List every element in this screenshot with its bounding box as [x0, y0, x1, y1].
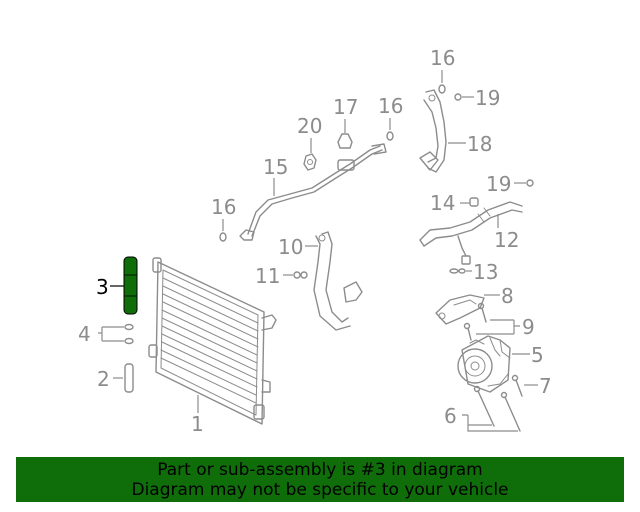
- part-16-o-ring-a[interactable]: [219, 232, 227, 242]
- callout-13[interactable]: 13: [473, 260, 498, 284]
- leader-6: [462, 414, 518, 432]
- callout-19a[interactable]: 19: [475, 86, 500, 110]
- part-10-hose[interactable]: [313, 231, 363, 331]
- callout-20[interactable]: 20: [297, 114, 322, 138]
- banner-line-2: Diagram may not be specific to your vehi…: [131, 479, 509, 500]
- part-12-hose[interactable]: [419, 201, 523, 265]
- part-19-o-ring-b[interactable]: [526, 179, 534, 187]
- callout-16c[interactable]: 16: [430, 46, 455, 70]
- part-18-line[interactable]: [419, 89, 447, 173]
- callout-3[interactable]: 3: [96, 275, 109, 299]
- part-13-o-ring[interactable]: [449, 268, 466, 274]
- callout-12[interactable]: 12: [494, 228, 519, 252]
- leader-9: [476, 319, 520, 335]
- part-4-o-rings[interactable]: [124, 323, 134, 345]
- callout-2[interactable]: 2: [97, 367, 110, 391]
- banner-line-1: Part or sub-assembly is #3 in diagram: [157, 459, 483, 480]
- part-2-tube[interactable]: [124, 363, 134, 393]
- part-11-o-ring[interactable]: [293, 271, 308, 279]
- part-20-sensor[interactable]: [303, 153, 317, 171]
- callout-1[interactable]: 1: [191, 412, 204, 436]
- part-6-bolts[interactable]: [473, 385, 521, 432]
- part-8-bracket[interactable]: [435, 294, 485, 325]
- part-15-line[interactable]: [239, 143, 387, 241]
- callout-4[interactable]: 4: [78, 322, 91, 346]
- callout-19b[interactable]: 19: [486, 172, 511, 196]
- callout-16a[interactable]: 16: [211, 195, 236, 219]
- callout-16b[interactable]: 16: [378, 94, 403, 118]
- callout-5[interactable]: 5: [531, 343, 544, 367]
- part-16-o-ring-b[interactable]: [386, 131, 394, 141]
- leader-4: [98, 326, 124, 342]
- callout-10[interactable]: 10: [278, 235, 303, 259]
- callout-9[interactable]: 9: [522, 315, 535, 339]
- part-5-compressor[interactable]: [457, 335, 511, 393]
- callout-18[interactable]: 18: [467, 132, 492, 156]
- callout-14[interactable]: 14: [430, 191, 455, 215]
- part-19-o-ring-a[interactable]: [454, 93, 462, 101]
- part-3-receiver-drier[interactable]: [123, 256, 138, 315]
- part-14-cap[interactable]: [469, 197, 479, 207]
- callout-17[interactable]: 17: [333, 95, 358, 119]
- part-9-bolts[interactable]: [463, 302, 487, 341]
- callout-8[interactable]: 8: [501, 284, 514, 308]
- part-1-condenser[interactable]: [148, 257, 277, 425]
- part-7-bolt[interactable]: [511, 374, 523, 397]
- part-notice-banner: Part or sub-assembly is #3 in diagram Di…: [16, 457, 624, 502]
- parts-diagram: 1 2 3 4 5 6 7: [78, 46, 552, 436]
- callout-11[interactable]: 11: [255, 264, 280, 288]
- callout-15[interactable]: 15: [263, 155, 288, 179]
- part-16-o-ring-c[interactable]: [438, 84, 446, 94]
- callout-6[interactable]: 6: [444, 404, 457, 428]
- callout-7[interactable]: 7: [539, 374, 552, 398]
- part-17-valve[interactable]: [337, 133, 353, 149]
